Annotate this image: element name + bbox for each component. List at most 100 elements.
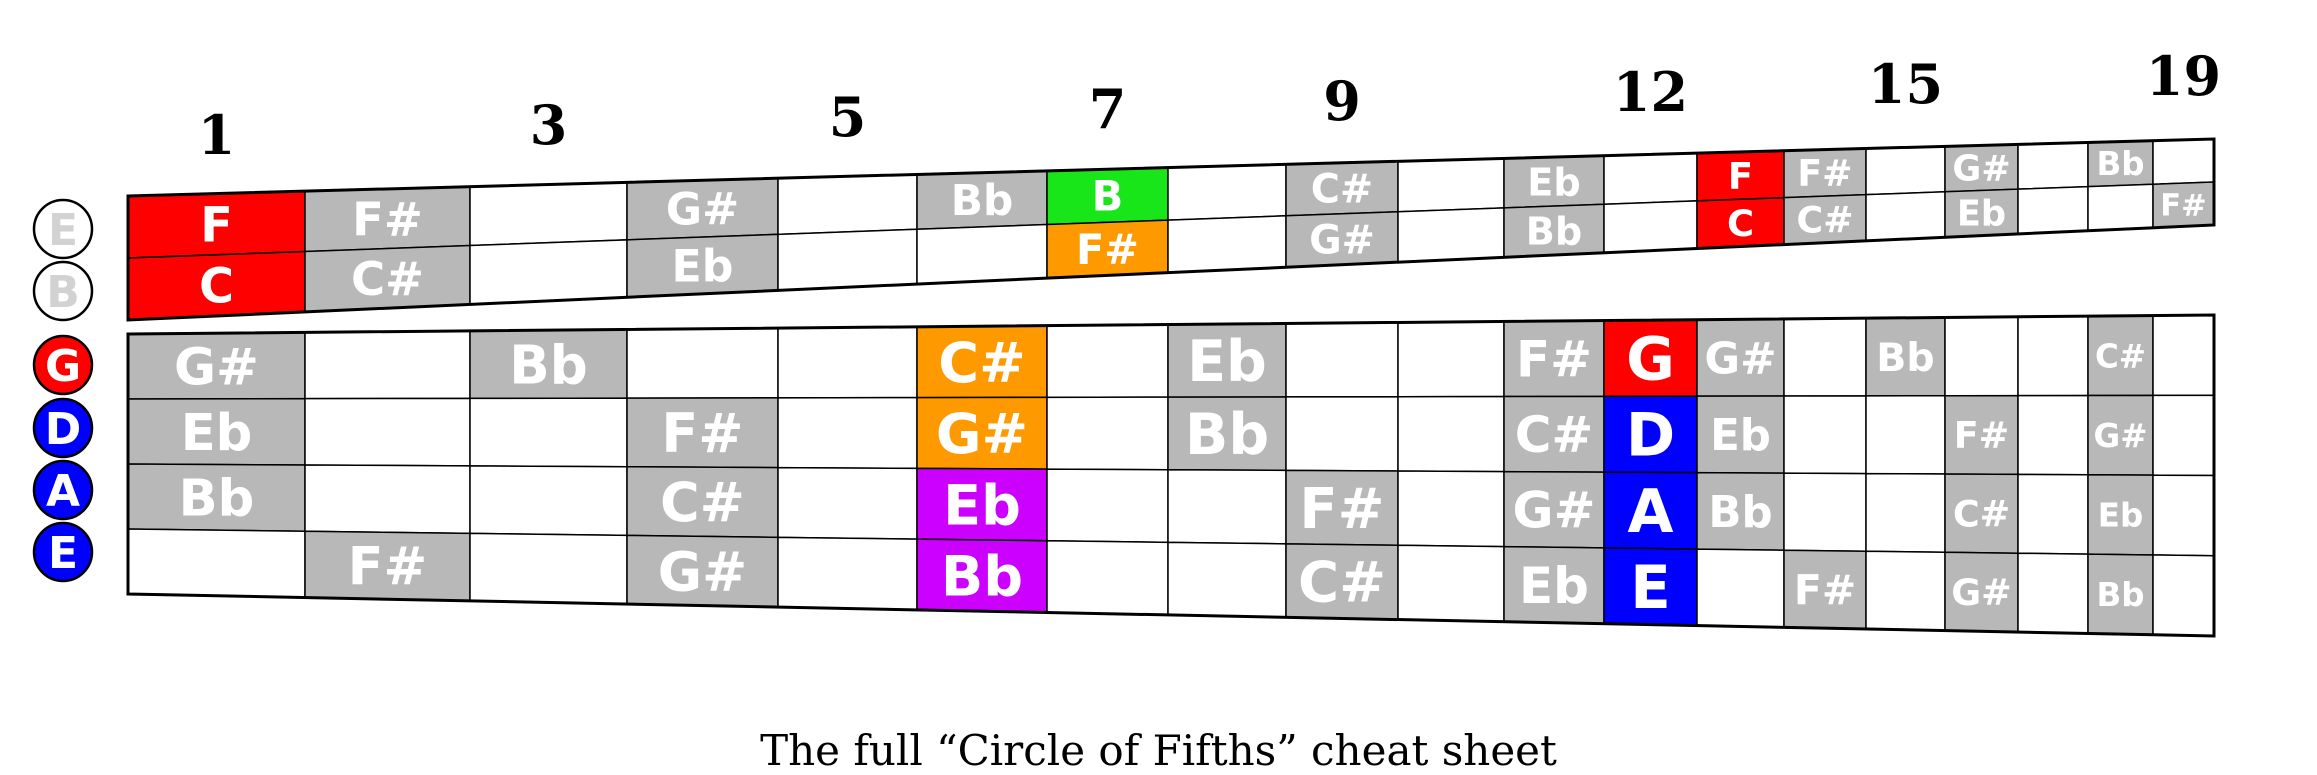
note-label: Eb <box>1957 194 2006 235</box>
note-label: A <box>1628 478 1674 547</box>
note-label: F <box>1728 155 1753 198</box>
note-label: B <box>1092 173 1124 221</box>
note-label: A <box>2040 147 2067 187</box>
string-label: B <box>32 260 94 322</box>
note-label: Bb <box>509 334 587 396</box>
note-label: G# <box>666 185 739 236</box>
note-label: F <box>1208 475 1247 541</box>
note-label: C# <box>1953 493 2010 536</box>
note-label: E <box>1322 328 1361 395</box>
note-label: F <box>1431 326 1471 394</box>
note-label: G <box>530 188 567 241</box>
note-label: Bb <box>2096 576 2144 614</box>
note-label: G <box>2032 406 2073 465</box>
note-label: F# <box>1797 152 1852 195</box>
string-label-text: E <box>48 205 78 256</box>
note-label: C <box>1212 169 1242 217</box>
note-label: G <box>527 539 571 601</box>
note-label: E <box>1088 475 1126 540</box>
note-label: D <box>825 472 871 536</box>
string-label: D <box>32 397 94 459</box>
note-label: A <box>2167 411 2201 462</box>
string-label-circle <box>32 198 94 260</box>
note-label: C <box>1727 202 1754 245</box>
note-label: B <box>2167 571 2200 622</box>
note-label: G# <box>2094 417 2148 455</box>
note-label: Eb <box>1527 161 1580 205</box>
note-label: Bb <box>179 469 255 529</box>
fretboard-outlines <box>126 137 2216 638</box>
note-label: C# <box>660 471 745 534</box>
note-label: C <box>1885 481 1927 547</box>
fret-number: 3 <box>530 93 568 157</box>
note-label: Bb <box>941 545 1023 610</box>
string-label-circle <box>32 397 94 459</box>
note-label: D <box>1891 197 1921 238</box>
note-label: G# <box>174 337 259 397</box>
note-label: G# <box>1513 482 1596 540</box>
diagram-caption: The full “Circle of Fifths” cheat sheet <box>760 726 1557 775</box>
string-label: E <box>32 521 94 583</box>
note-label: A <box>1802 324 1848 393</box>
note-label: D <box>530 246 568 299</box>
note-label: F# <box>1954 414 2010 457</box>
note-label: C# <box>351 252 424 306</box>
note-label: Eb <box>1519 557 1589 615</box>
note-label: C# <box>1298 551 1386 616</box>
note-label: E <box>1630 554 1671 623</box>
note-label: E <box>370 404 406 464</box>
note-label: E <box>2169 491 2199 542</box>
note-label: F# <box>348 538 427 598</box>
fretboard-section-outline <box>126 137 2216 322</box>
note-label: F <box>530 402 566 464</box>
fret-number: 7 <box>1089 77 1127 141</box>
note-label: E <box>1638 157 1664 201</box>
note-label: F# <box>1076 226 1139 274</box>
note-label: F <box>200 198 233 253</box>
string-label-circle <box>32 459 94 521</box>
note-label: B <box>1636 205 1665 249</box>
note-label: F <box>968 230 997 279</box>
note-label: D <box>1427 550 1475 618</box>
note-label: G# <box>1309 218 1375 264</box>
note-label: Eb <box>1187 329 1267 395</box>
note-label: F# <box>1299 477 1384 542</box>
note-label: C <box>827 331 867 395</box>
note-label: Eb <box>943 473 1021 538</box>
string-label: A <box>32 459 94 521</box>
note-label: B <box>2171 143 2197 182</box>
note-label: F# <box>1794 566 1856 614</box>
note-label: A <box>831 181 865 231</box>
note-label: Eb <box>1710 411 1771 461</box>
note-label: F# <box>661 402 743 465</box>
note-label: G <box>1427 476 1475 544</box>
fret-number: 12 <box>1613 60 1688 124</box>
note-label: F <box>1886 403 1925 469</box>
note-label: F <box>2109 189 2132 229</box>
note-label: G <box>1882 559 1929 625</box>
note-label: Bb <box>2096 145 2144 183</box>
note-label: D <box>1626 402 1675 471</box>
string-label-circle <box>32 521 94 583</box>
note-label: C# <box>938 331 1025 396</box>
note-label: A <box>1436 214 1466 259</box>
note-label: C# <box>1796 199 1853 242</box>
fret-number: 15 <box>1868 52 1943 116</box>
note-label: D <box>2032 485 2074 544</box>
string-label-text: B <box>46 267 80 318</box>
note-label: B <box>682 333 723 396</box>
note-label: G <box>1626 326 1675 395</box>
note-label: B <box>1086 547 1129 612</box>
note-label: A <box>367 337 408 397</box>
note-label: Bb <box>951 176 1014 225</box>
note-label: F# <box>2160 189 2206 224</box>
note-label: F <box>1720 555 1761 625</box>
note-label: D <box>1435 164 1467 209</box>
note-label: A <box>2034 564 2073 623</box>
note-label: G <box>1891 151 1920 192</box>
note-label: C <box>1206 548 1248 614</box>
note-label: D <box>1084 330 1131 395</box>
